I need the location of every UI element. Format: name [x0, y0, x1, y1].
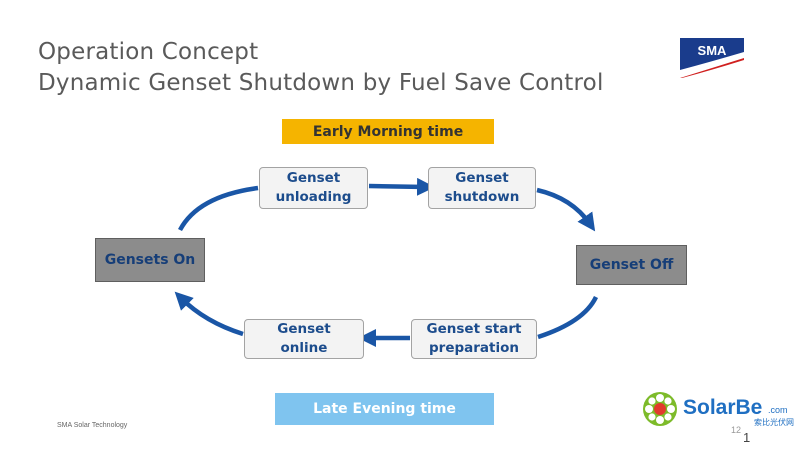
page-number: 12: [731, 425, 742, 435]
step-label-line: Genset: [277, 321, 331, 337]
title-line-1: Operation Concept: [38, 39, 259, 65]
early-morning-banner: Early Morning time: [282, 119, 494, 144]
arrow-top-middle: [368, 177, 435, 196]
late-evening-banner: Late Evening time: [275, 393, 494, 425]
genset-shutdown-step: Genset shutdown: [428, 167, 536, 209]
arrow-bottom-right: [537, 295, 599, 340]
watermark-subtitle: 索比光伏网: [754, 417, 794, 427]
genset-off-state: Genset Off: [576, 245, 687, 285]
sma-logo-text: SMA: [698, 43, 728, 58]
watermark-brand: SolarBe: [683, 396, 762, 419]
page-number-overlay: 1: [743, 430, 751, 445]
title-line-2: Dynamic Genset Shutdown by Fuel Save Con…: [38, 70, 604, 96]
genset-unloading-step: Genset unloading: [259, 167, 368, 209]
step-label-line: Genset: [455, 170, 509, 186]
step-label-line: preparation: [429, 340, 519, 356]
footer-company: SMA Solar Technology: [57, 422, 128, 429]
step-label-line: unloading: [275, 189, 352, 205]
gensets-on-state: Gensets On: [95, 238, 205, 282]
sunflower-icon: [643, 392, 677, 426]
arrow-top-left: [178, 185, 259, 232]
arrow-top-right: [536, 187, 596, 232]
watermark-suffix: .com: [768, 405, 788, 415]
genset-online-step: Genset online: [244, 319, 364, 359]
sma-logo: SMA: [680, 38, 744, 78]
step-label-line: shutdown: [444, 189, 520, 205]
genset-start-preparation-step: Genset start preparation: [411, 319, 537, 359]
step-label-line: Genset: [286, 170, 341, 186]
solarbe-watermark: SolarBe .com 索比光伏网: [643, 392, 794, 427]
step-label-line: online: [280, 340, 328, 356]
arrow-bottom-left: [174, 291, 244, 337]
step-label-line: Genset start: [426, 321, 522, 337]
